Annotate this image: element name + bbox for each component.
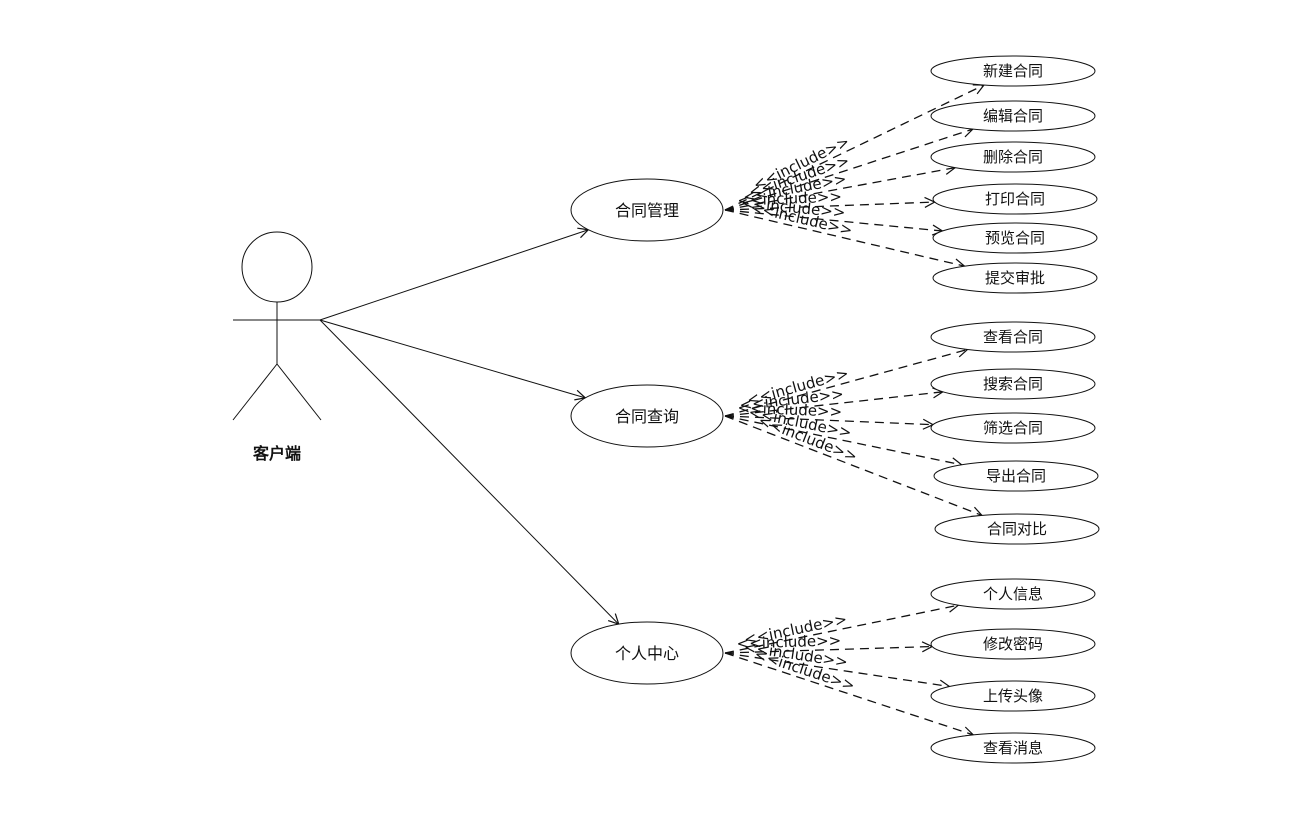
include-arrow (724, 652, 949, 687)
use-case-ellipse (570, 621, 724, 685)
use-case-ellipse (933, 460, 1099, 492)
use-case-label: 合同查询 (615, 407, 679, 426)
include-arrow (724, 349, 968, 417)
association-line (319, 319, 619, 624)
sub-use-case[interactable]: 搜索合同 (930, 368, 1096, 400)
include-arrow (724, 652, 973, 735)
include-arrow (724, 85, 984, 211)
include-label: <<include>> (736, 631, 841, 652)
sub-use-case[interactable]: 修改密码 (930, 628, 1096, 660)
main-use-case[interactable]: 合同查询 (570, 384, 724, 448)
association-line (319, 319, 585, 398)
sub-use-case[interactable]: 查看消息 (930, 732, 1096, 764)
use-case-ellipse (930, 368, 1096, 400)
use-case-label: 筛选合同 (983, 419, 1043, 437)
include-arrow (724, 209, 965, 266)
sub-use-case[interactable]: 筛选合同 (930, 412, 1096, 444)
use-case-label: 查看合同 (983, 328, 1043, 346)
use-case-label: 合同管理 (615, 201, 679, 220)
actor-right-leg (276, 363, 322, 421)
use-case-ellipse (570, 178, 724, 242)
use-case-ellipse (930, 412, 1096, 444)
use-case-label: 新建合同 (983, 62, 1043, 80)
use-case-ellipse (932, 222, 1098, 254)
use-case-ellipse (930, 732, 1096, 764)
use-case-label: 编辑合同 (983, 107, 1043, 125)
include-label: <<include>> (737, 399, 842, 421)
actor: 客户端 (232, 231, 322, 463)
use-case-ellipse (930, 141, 1096, 173)
actor-left-leg (232, 363, 278, 421)
use-case-ellipse (932, 262, 1098, 294)
sub-use-case[interactable]: 打印合同 (932, 183, 1098, 215)
actor-head (241, 231, 313, 303)
use-case-label: 个人信息 (983, 585, 1043, 603)
include-arrow (724, 209, 942, 231)
sub-use-case[interactable]: 查看合同 (930, 321, 1096, 353)
use-case-label: 上传头像 (983, 687, 1043, 705)
actor-label: 客户端 (253, 444, 301, 463)
association-lines (319, 230, 619, 624)
use-case-label: 个人中心 (615, 644, 679, 663)
sub-use-case[interactable]: 导出合同 (933, 460, 1099, 492)
association-line (319, 230, 588, 321)
include-arrow (724, 647, 932, 654)
include-label: <<include>> (737, 188, 842, 210)
use-case-label: 提交审批 (985, 269, 1045, 287)
include-arrow (724, 129, 973, 211)
sub-use-case[interactable]: 个人信息 (930, 578, 1096, 610)
use-case-label: 删除合同 (983, 148, 1043, 166)
use-case-ellipse (930, 578, 1096, 610)
include-arrow (724, 392, 943, 417)
sub-use-case[interactable]: 新建合同 (930, 55, 1096, 87)
include-arrow (724, 168, 955, 211)
use-case-ellipse (930, 100, 1096, 132)
use-case-ellipse (932, 183, 1098, 215)
use-case-ellipse (930, 55, 1096, 87)
use-case-ellipse (930, 680, 1096, 712)
use-case-ellipse (930, 628, 1096, 660)
use-case-ellipse (934, 513, 1100, 545)
use-case-label: 导出合同 (986, 467, 1046, 485)
include-arrow (724, 415, 933, 425)
sub-use-case[interactable]: 提交审批 (932, 262, 1098, 294)
use-case-label: 修改密码 (983, 635, 1043, 653)
main-use-case[interactable]: 个人中心 (570, 621, 724, 685)
sub-use-case[interactable]: 预览合同 (932, 222, 1098, 254)
use-case-label: 查看消息 (983, 739, 1043, 757)
use-case-label: 打印合同 (985, 190, 1045, 208)
use-case-ellipse (930, 321, 1096, 353)
sub-use-case[interactable]: 合同对比 (934, 513, 1100, 545)
include-arrow (724, 202, 935, 211)
sub-use-case[interactable]: 删除合同 (930, 141, 1096, 173)
include-arrow (724, 605, 958, 654)
sub-use-case[interactable]: 上传头像 (930, 680, 1096, 712)
use-case-ellipse (570, 384, 724, 448)
include-arrow (724, 415, 962, 465)
use-case-label: 预览合同 (985, 229, 1045, 247)
use-case-label: 合同对比 (987, 520, 1047, 538)
include-arrow (724, 415, 982, 515)
main-use-case[interactable]: 合同管理 (570, 178, 724, 242)
use-case-label: 搜索合同 (983, 375, 1043, 393)
sub-use-case[interactable]: 编辑合同 (930, 100, 1096, 132)
